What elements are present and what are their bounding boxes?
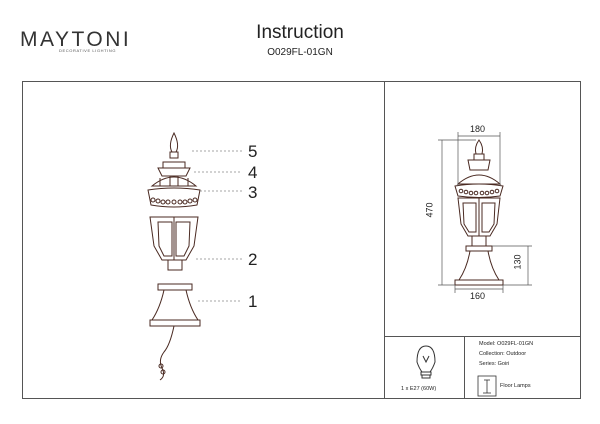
leader-lines: [192, 150, 242, 302]
callout-4: 4: [248, 163, 258, 182]
assembled-lamp: [454, 139, 504, 286]
page-title: Instruction: [256, 22, 344, 43]
bulb-icon: [416, 345, 436, 379]
beaded-ring-part: [147, 187, 201, 208]
info-category: Floor Lamps: [500, 383, 531, 389]
callout-1: 1: [248, 292, 258, 311]
frame-divider-vertical: [384, 81, 385, 399]
dimension-height: 470: [424, 202, 435, 218]
frame-divider-horizontal: [384, 336, 581, 337]
info-collection: Collection: Outdoor: [479, 351, 527, 357]
instruction-frame: [22, 81, 581, 399]
dimension-top-width: 180: [470, 124, 486, 134]
crown-part: [150, 161, 198, 187]
dimension-base-height: 130: [512, 254, 523, 270]
floor-lamp-icon: [477, 375, 497, 397]
brand-tagline: DECORATIVE LIGHTING: [59, 48, 117, 53]
callout-5: 5: [248, 142, 258, 161]
bulb-spec: 1 x E27 (60W): [401, 386, 437, 392]
base-part: [149, 283, 201, 381]
info-model: Model: O029FL-01GN: [479, 341, 534, 347]
brand-logo: MAYTONI: [20, 28, 132, 51]
dimension-base-width: 160: [470, 291, 486, 301]
callout-3: 3: [248, 183, 258, 202]
dimension-lines: [438, 132, 532, 293]
info-divider: [464, 336, 465, 399]
info-series: Series: Goiri: [479, 361, 510, 367]
model-code: O029FL-01GN: [267, 47, 333, 58]
finial-part: [169, 131, 179, 159]
lantern-body-part: [149, 216, 199, 271]
callout-2: 2: [248, 250, 258, 269]
